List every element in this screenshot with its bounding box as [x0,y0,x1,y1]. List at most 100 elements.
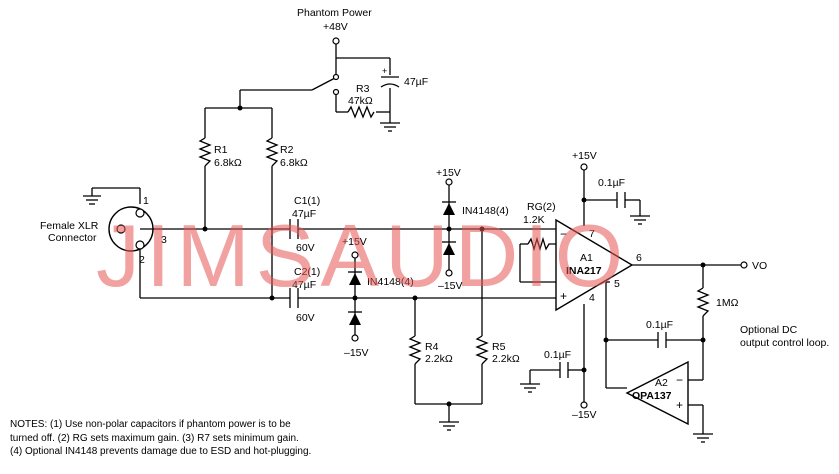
supply-plus48: +48V [323,21,348,33]
a1-pin-4: 4 [589,292,595,304]
terminal-m15-b [351,334,359,342]
terminal-p15-a1 [580,163,588,171]
a1-supply-wiring [520,170,650,402]
opamp-a2-opa137 [625,360,689,426]
cap-01uf-c-label: 0.1µF [544,349,571,361]
r2-value: 6.8kΩ [280,157,308,169]
supply-m15-diode-a: –15V [438,280,463,292]
a2-part: OPA137 [632,390,672,402]
junction-r1 [202,226,208,232]
xlr-pin-3: 3 [161,234,167,246]
a2-plus-sign: + [676,398,683,412]
supply-p15-a1: +15V [572,150,597,162]
rg-wiring [519,243,556,283]
r1-value: 6.8kΩ [214,157,242,169]
resistor-r2 [265,137,279,167]
xlr-label-1: Female XLR [40,220,99,232]
dc-loop-label-1: Optional DC [740,324,798,336]
notes-block: NOTES: (1) Use non-polar capacitors if p… [10,418,370,459]
junction-diode-a [446,226,452,232]
a1-pin-5: 5 [614,278,620,290]
opamp-a1-ina217 [555,218,634,312]
junction-r4 [412,295,418,301]
note-line-1: NOTES: (1) Use non-polar capacitors if p… [10,419,291,430]
r4-r5-wiring [414,229,483,431]
a2-label: A2 [655,377,668,389]
resistor-r1 [198,137,212,167]
resistor-r4 [408,335,422,365]
junction-r2 [269,295,275,301]
r3-label: R3 [356,83,370,95]
cap-01uf-a-label: 0.1µF [598,177,625,189]
diode-b-bottom [348,311,362,325]
cap-47uf-label: 47µF [404,76,428,88]
c2-value: 47µF [292,279,316,291]
r1-label: R1 [214,144,228,156]
note-line-3: (4) Optional IN4148 prevents damage due … [10,446,312,457]
r1-r2-wiring [204,107,273,298]
phantom-wiring [239,44,391,123]
svg-text:+: + [382,66,387,76]
note-line-2: turned off. (2) RG sets maximum gain. (3… [10,432,299,444]
cap-01uf-b-label: 0.1µF [646,319,673,331]
a1-minus-sign: − [560,227,567,241]
rg-label: RG(2) [527,201,556,213]
c1-voltage: 60V [296,242,315,254]
r3-value: 47kΩ [348,95,373,107]
cap-c1 [289,219,299,239]
c2-label: C2(1) [294,266,320,278]
rg-value: 1.2K [523,214,545,226]
r2-label: R2 [280,144,294,156]
junction-m15-a1 [581,367,587,373]
r5-value: 2.2kΩ [492,353,520,365]
xlr-connector [108,206,154,252]
r4-value: 2.2kΩ [425,353,453,365]
diode-b-top [348,271,362,285]
output-wiring [605,264,741,443]
junction-phantom [237,105,243,111]
signal-wiring [139,228,556,299]
junction-r5 [479,226,485,232]
a2-minus-sign: − [676,373,683,387]
c2-voltage: 60V [296,312,315,324]
a1-pin-6: 6 [636,252,642,264]
junction-p15-a1 [581,197,587,203]
a1-part: INA217 [566,265,602,277]
dc-loop-label-2: output control loop. [740,337,829,349]
terminal-p15-a [445,178,453,186]
r4-label: R4 [425,341,439,353]
junction-feedback [700,337,706,343]
terminal-m15-a [445,269,453,277]
ground-phantom [380,122,400,132]
xlr-pin-2: 2 [139,254,145,266]
r-1m-label: 1MΩ [716,297,739,309]
a1-pin-7: 7 [589,228,595,240]
terminal-m15-a1 [580,401,588,409]
junction-output [700,262,706,268]
diode-a-top [442,201,456,215]
resistor-r3 [347,105,375,119]
diode-a-bottom [442,241,456,255]
supply-m15-a1: –15V [572,409,597,421]
junction-ground-r [446,401,452,407]
watermark: JIMSAUDIO [96,206,630,305]
cap-47uf-phantom: + [380,66,400,88]
supply-terminal-48v [332,37,340,45]
xlr-pin-1: 1 [143,195,149,207]
diode-a-label: IN4148(4) [462,205,509,217]
xlr-ground [83,187,141,205]
xlr-label-2: Connector [48,232,97,244]
resistor-1m [696,287,710,317]
terminal-vo [740,261,748,269]
resistor-r5 [475,335,489,365]
supply-p15-diode-b: +15V [342,236,367,248]
supply-m15-diode-b: –15V [344,347,369,359]
phantom-power-title: Phantom Power [297,7,372,19]
supply-p15-diode-a: +15V [436,167,461,179]
diode-b-label: IN4148(4) [367,276,414,288]
resistor-rg [527,236,558,252]
junction-diode-b [352,295,358,301]
r5-label: R5 [492,341,506,353]
phantom-switch [332,73,340,96]
